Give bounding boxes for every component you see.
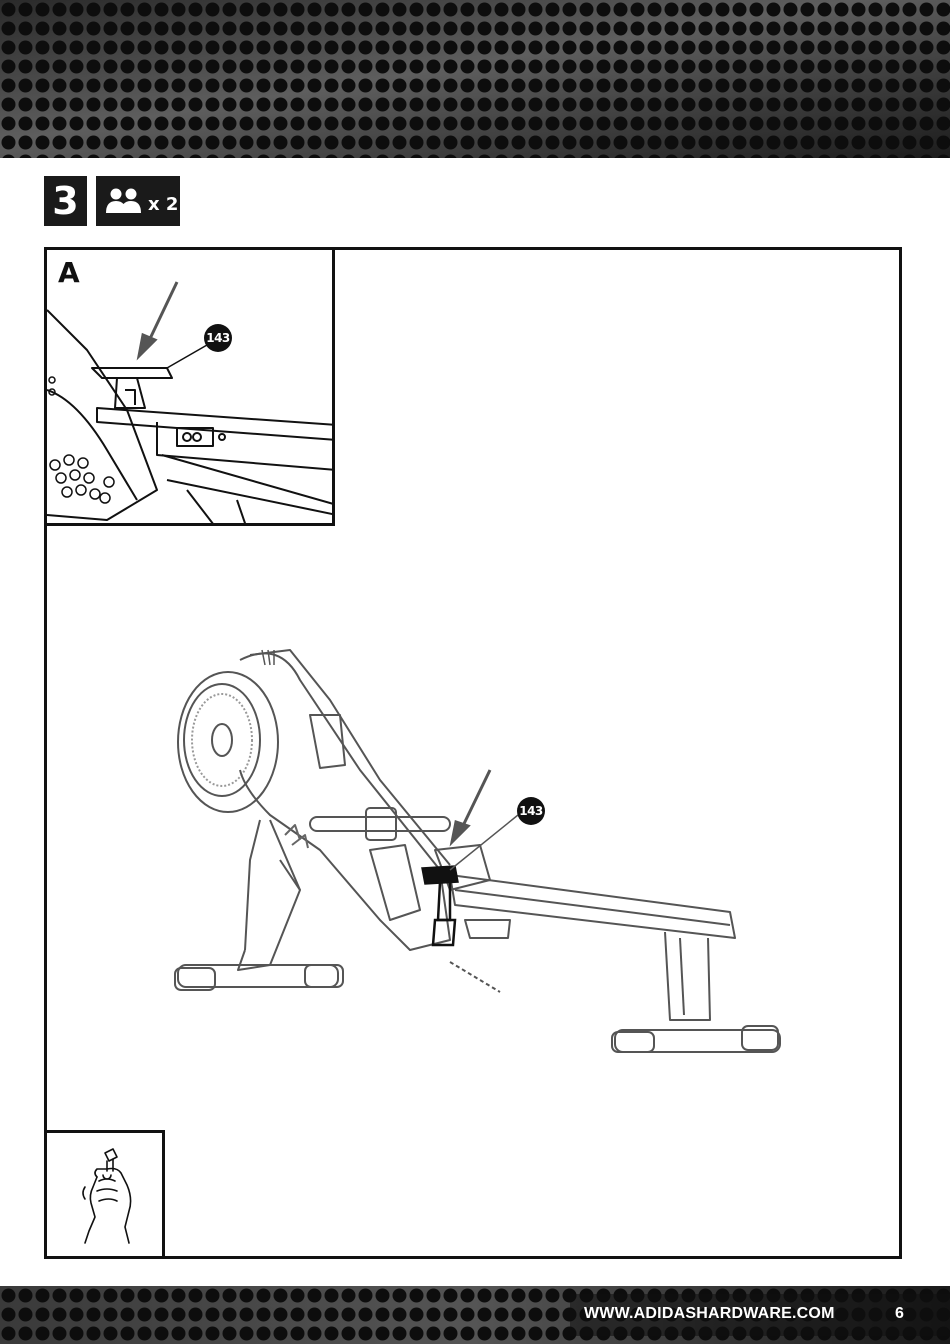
detail-inset-a: A: [44, 247, 335, 526]
detail-a-drawing: [47, 250, 335, 526]
hand-tighten-icon: [67, 1147, 147, 1247]
footer-website-link[interactable]: WWW.ADIDASHARDWARE.COM: [584, 1305, 835, 1323]
rowing-machine-drawing: [150, 620, 800, 1070]
people-required-badge: x 2: [96, 176, 180, 226]
people-count: x 2: [148, 194, 178, 215]
hand-tighten-inset: [44, 1130, 165, 1259]
two-people-icon: [104, 188, 144, 214]
step-number: 3: [44, 176, 87, 226]
part-callout-main: 143: [517, 797, 545, 825]
header-dot-band: [0, 0, 950, 158]
part-callout-detail: 143: [204, 324, 232, 352]
page-number: 6: [895, 1305, 904, 1323]
